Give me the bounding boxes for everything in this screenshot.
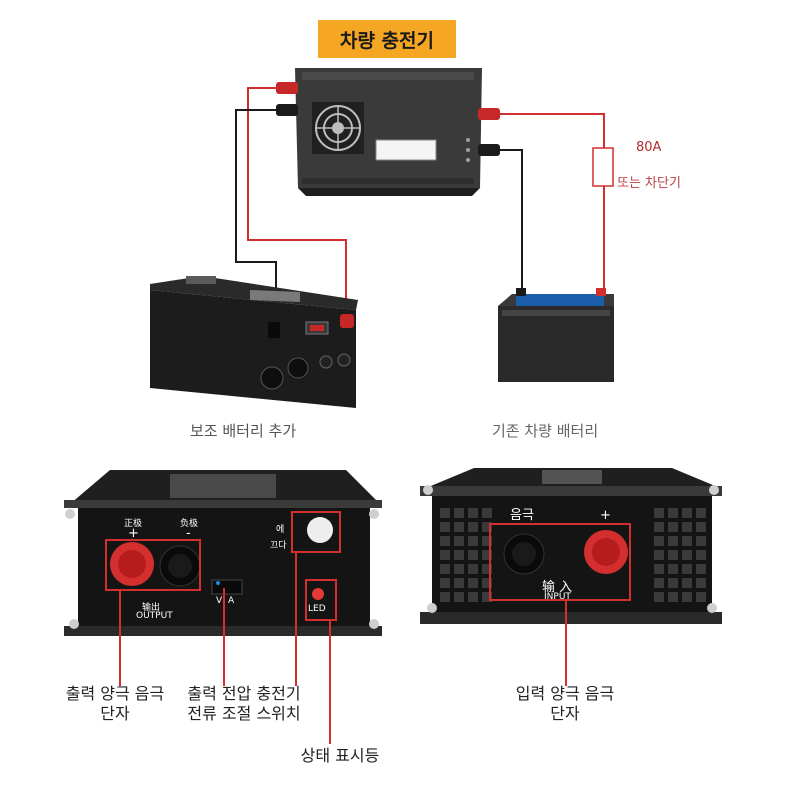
callout-voltage-current-switch: 출력 전압 충전기 전류 조절 스위치	[187, 684, 301, 723]
rear-input-label-en: INPUT	[544, 592, 571, 602]
lcd-display	[375, 139, 437, 161]
rear-negative-label: 음극	[510, 508, 534, 523]
front-negative-label: 负极	[180, 519, 199, 529]
fuse-alt-label: 또는 차단기	[617, 176, 681, 191]
front-output-label-en: OUTPUT	[136, 611, 173, 621]
charger-front-panel	[64, 470, 382, 636]
front-minus-sign: -	[186, 526, 191, 541]
fuse-icon	[592, 147, 614, 187]
vehicle-battery-image	[498, 288, 614, 382]
aux-battery-image	[150, 276, 358, 408]
led-label: LED	[308, 604, 326, 614]
fuse-rating: 80A	[636, 140, 662, 155]
front-output-label: 输出	[142, 603, 161, 613]
rear-input-label: 输 入	[542, 580, 573, 595]
callout-output-terminals: 출력 양극 음극 단자	[65, 684, 165, 723]
callout-status-led: 상태 표시등	[300, 746, 380, 765]
switch-off-label: 끄다	[270, 541, 287, 551]
callout-input-terminals: 입력 양극 음극 단자	[515, 684, 615, 723]
rear-plus-sign: +	[600, 508, 611, 523]
fan-grille-icon	[312, 102, 364, 154]
display-a-label: A	[228, 596, 235, 606]
front-positive-label: 正极	[124, 519, 143, 529]
diagram-title: 차량 충전기	[318, 20, 456, 58]
callout-lines	[105, 511, 631, 744]
display-v-label: V	[216, 596, 223, 606]
vehicle-battery-label: 기존 차량 배터리	[492, 422, 599, 440]
charger-unit	[276, 68, 500, 196]
aux-battery-label: 보조 배터리 추가	[190, 422, 297, 440]
switch-on-label: 에	[276, 525, 285, 535]
wiring-right	[500, 113, 605, 296]
front-plus-sign: +	[128, 526, 139, 541]
wiring-left	[235, 87, 347, 330]
